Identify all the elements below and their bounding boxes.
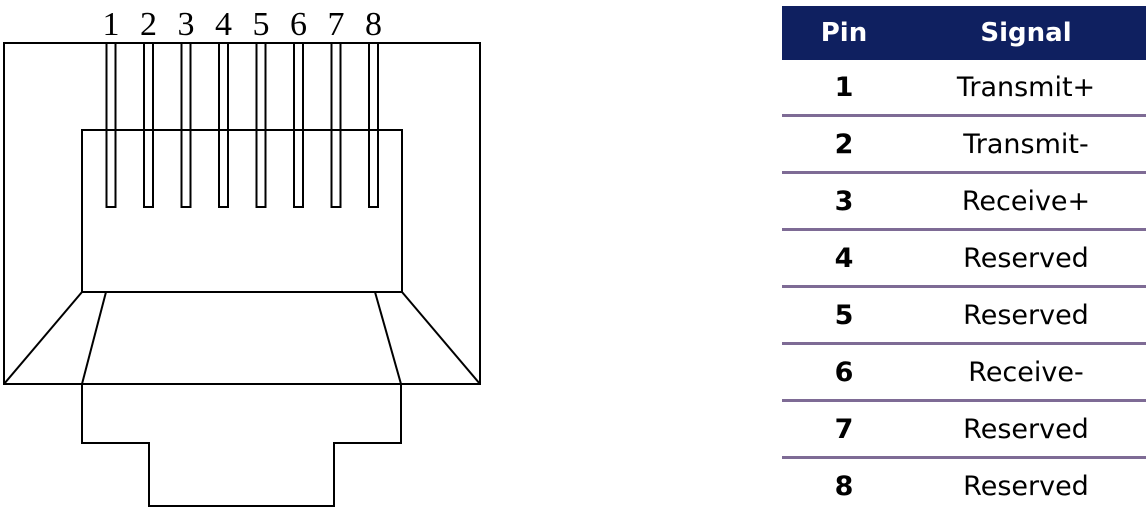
table-header-row: Pin Signal bbox=[782, 6, 1146, 60]
signal-cell: Reserved bbox=[906, 229, 1146, 288]
pin-number-label: 2 bbox=[140, 6, 157, 43]
pin-number-label: 3 bbox=[178, 6, 195, 43]
signal-cell: Reserved bbox=[906, 400, 1146, 459]
table-row: 8 Reserved bbox=[782, 458, 1146, 514]
contact-pins bbox=[105, 42, 379, 208]
pin-cell: 7 bbox=[782, 400, 906, 459]
signal-cell: Receive+ bbox=[906, 172, 1146, 231]
plug-latch-opening bbox=[81, 384, 402, 507]
contact-pin bbox=[330, 42, 342, 208]
contact-pin bbox=[180, 42, 192, 208]
contact-pin bbox=[368, 42, 379, 208]
signal-column-header: Signal bbox=[980, 18, 1072, 48]
right-bevel-outer bbox=[401, 291, 481, 385]
contact-pin bbox=[143, 42, 154, 208]
pin-cell: 5 bbox=[782, 286, 906, 345]
pin-cell: 2 bbox=[782, 115, 906, 174]
signal-cell: Transmit- bbox=[906, 115, 1146, 174]
pin-cell: 8 bbox=[834, 470, 854, 502]
signal-cell: Reserved bbox=[963, 470, 1089, 502]
contact-pin bbox=[293, 42, 304, 208]
signal-cell: Reserved bbox=[906, 286, 1146, 345]
pin-cell: 6 bbox=[782, 343, 906, 402]
contact-pin bbox=[255, 42, 267, 208]
right-bevel-inner bbox=[374, 291, 402, 385]
left-bevel-outer bbox=[3, 291, 83, 385]
pin-number-label: 5 bbox=[253, 6, 270, 43]
signal-cell: Receive- bbox=[906, 343, 1146, 402]
pin-number-label: 4 bbox=[215, 6, 232, 43]
jack-outline bbox=[3, 42, 481, 385]
signal-cell: Transmit+ bbox=[906, 60, 1146, 117]
pin-number-label: 1 bbox=[103, 6, 120, 43]
left-bevel-inner bbox=[81, 291, 107, 385]
contact-pin bbox=[105, 42, 117, 208]
contact-block bbox=[81, 129, 403, 293]
pin-cell: 3 bbox=[782, 172, 906, 231]
contact-pin bbox=[218, 42, 229, 208]
pin-column-header: Pin bbox=[820, 18, 868, 48]
pin-number-label: 7 bbox=[328, 6, 345, 43]
pin-cell: 4 bbox=[782, 229, 906, 288]
pin-number-label: 6 bbox=[290, 6, 307, 43]
pin-number-label: 8 bbox=[365, 6, 382, 43]
pin-cell: 1 bbox=[782, 60, 906, 117]
